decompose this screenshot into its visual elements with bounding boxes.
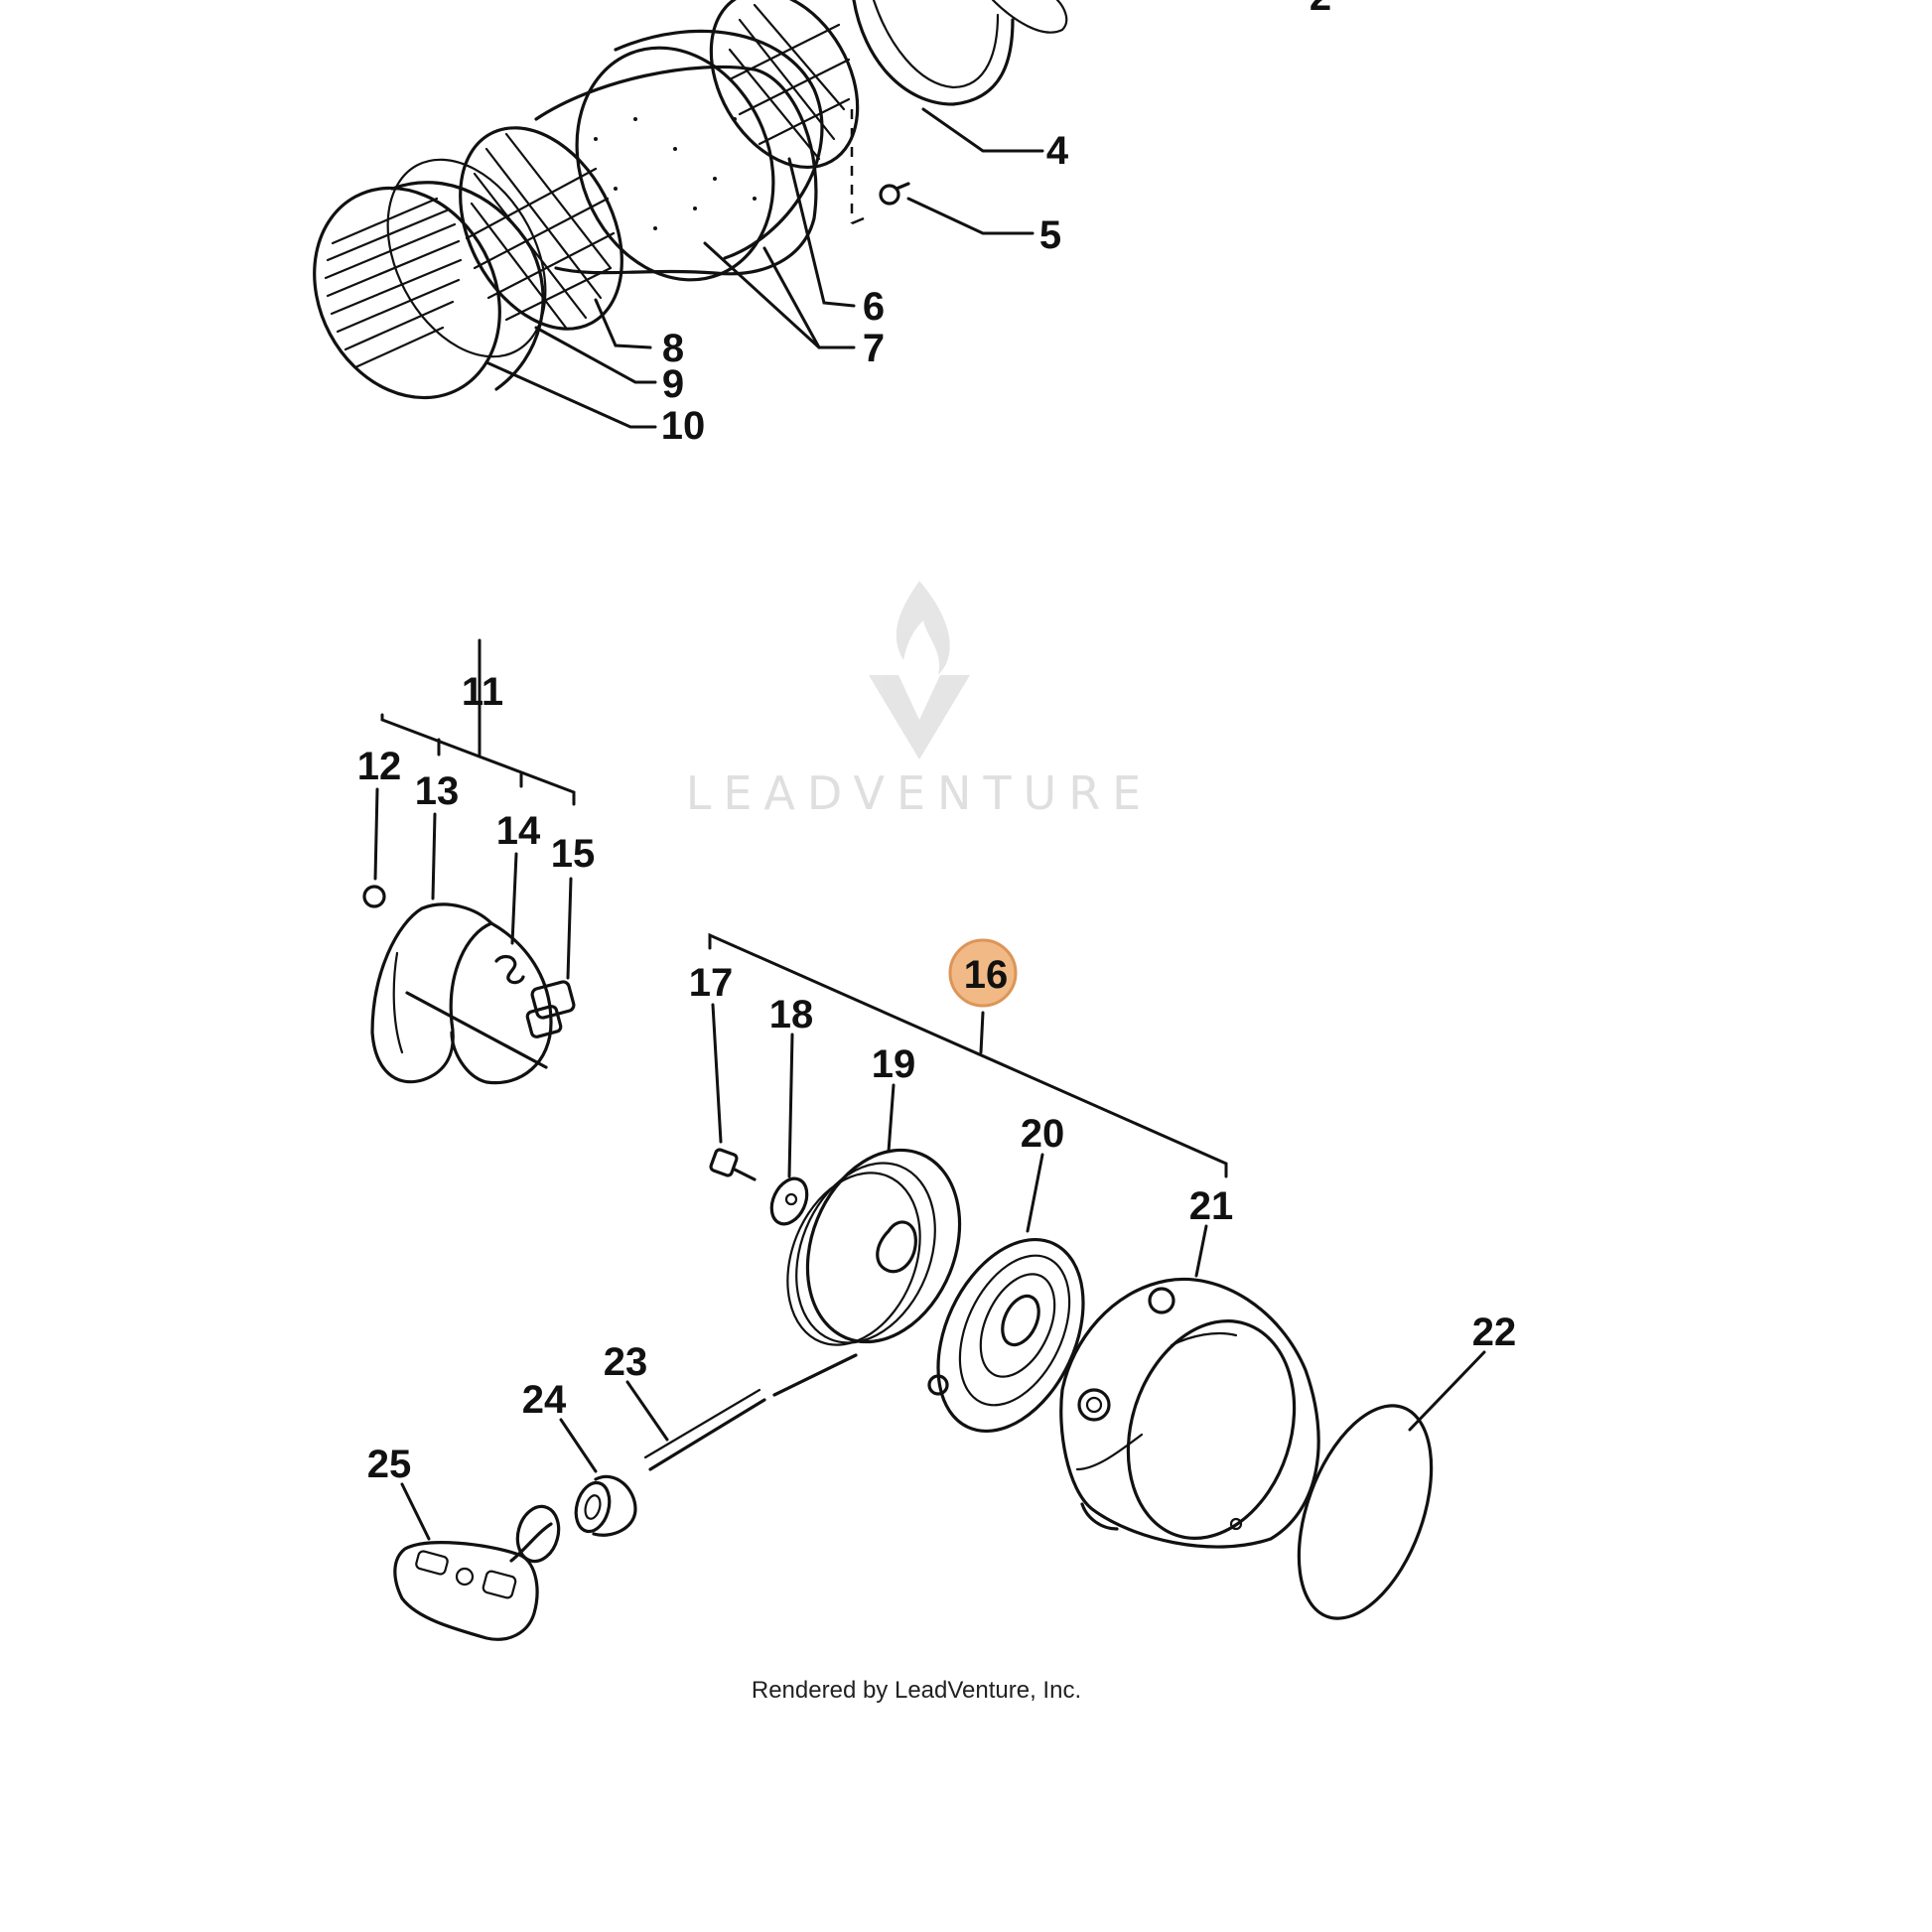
callout-7[interactable]: 7 (863, 327, 885, 370)
clutch-assembly (362, 638, 576, 1085)
callout-19[interactable]: 19 (872, 1042, 916, 1086)
screw-5-shape (879, 182, 910, 206)
callout-labels: 2 4 5 6 7 8 9 10 11 12 13 14 15 16 17 18… (357, 0, 1517, 1486)
callout-25[interactable]: 25 (367, 1443, 412, 1486)
callout-22[interactable]: 22 (1472, 1311, 1517, 1354)
v-logo-icon (869, 675, 970, 759)
callout-9[interactable]: 9 (662, 362, 684, 406)
callout-2[interactable]: 2 (1310, 0, 1331, 19)
callout-11[interactable]: 11 (462, 670, 503, 714)
flame-logo-icon (896, 581, 950, 675)
callout-12[interactable]: 12 (357, 745, 402, 788)
leadventure-watermark: LEADVENTURE (686, 581, 1154, 820)
callout-16-highlight[interactable] (948, 938, 1018, 1008)
callout-10[interactable]: 10 (661, 404, 706, 448)
callout-4[interactable]: 4 (1046, 129, 1069, 173)
callout-14[interactable]: 14 (496, 809, 541, 853)
watermark-text: LEADVENTURE (686, 766, 1154, 820)
callout-8[interactable]: 8 (662, 327, 684, 370)
callout-21[interactable]: 21 (1189, 1184, 1234, 1228)
callout-15[interactable]: 15 (551, 832, 596, 876)
callout-18[interactable]: 18 (769, 993, 814, 1036)
callout-6[interactable]: 6 (863, 285, 885, 329)
callout-20[interactable]: 20 (1021, 1112, 1065, 1156)
air-cleaner-assembly (313, 0, 1068, 429)
callout-13[interactable]: 13 (415, 769, 460, 813)
callout-24[interactable]: 24 (522, 1378, 567, 1422)
bolt-17-shape (709, 1148, 757, 1181)
callout-17[interactable]: 17 (689, 961, 734, 1005)
callout-23[interactable]: 23 (604, 1340, 648, 1384)
recoil-starter-assembly (393, 932, 1486, 1641)
footer-credit: Rendered by LeadVenture, Inc. (752, 1677, 1081, 1704)
callout-5[interactable]: 5 (1039, 213, 1061, 257)
callout-16[interactable]: 16 (964, 953, 1009, 997)
